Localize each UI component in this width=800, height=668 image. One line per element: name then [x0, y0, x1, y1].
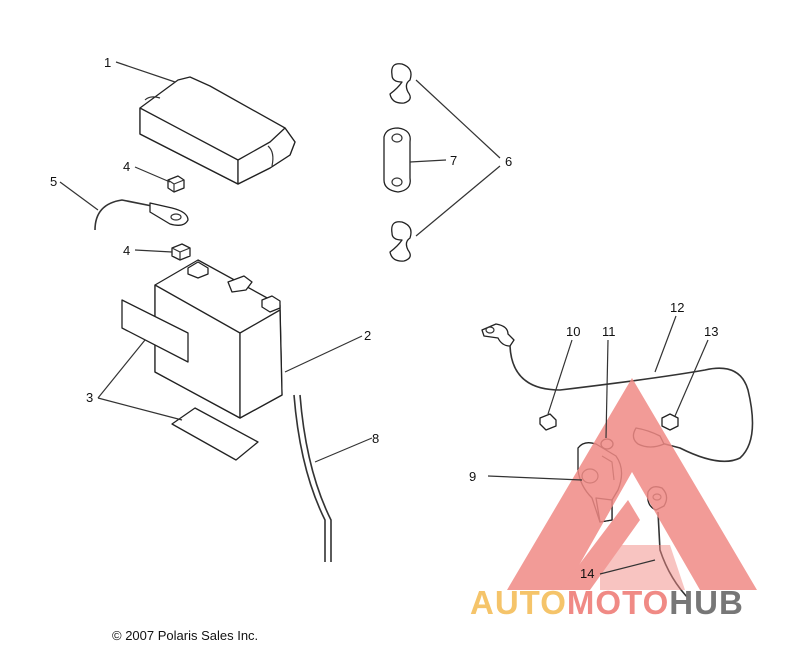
watermark-logo: AUTOMOTOHUB [470, 584, 744, 621]
watermark-hub: HUB [669, 584, 744, 621]
callout-11: 11 [602, 324, 616, 339]
callout-2: 2 [364, 328, 371, 343]
callout-14: 14 [580, 566, 594, 581]
clip-bottom [389, 221, 412, 262]
watermark-auto: AUTO [470, 584, 567, 621]
battery [154, 259, 283, 419]
battery-bolt-top [167, 175, 185, 193]
callout-8: 8 [372, 431, 379, 446]
callout-9: 9 [469, 469, 476, 484]
copyright-notice: © 2007 Polaris Sales Inc. [112, 628, 259, 643]
callout-6: 6 [505, 154, 512, 169]
callout-7: 7 [450, 153, 457, 168]
watermark-moto: MOTO [567, 584, 669, 621]
battery-cable-short [94, 199, 189, 231]
vent-tube [293, 394, 332, 562]
callout-12: 12 [670, 300, 684, 315]
screw [539, 413, 557, 431]
battery-labels [121, 299, 259, 461]
clip-top [389, 63, 412, 104]
callout-5: 5 [50, 174, 57, 189]
nut-terminal [661, 413, 679, 431]
watermark-triangle [507, 378, 757, 590]
callout-4b: 4 [123, 243, 130, 258]
leader-lines [59, 61, 709, 575]
callout-4a: 4 [123, 159, 130, 174]
callout-3: 3 [86, 390, 93, 405]
callout-1: 1 [104, 55, 111, 70]
callout-13: 13 [704, 324, 718, 339]
battery-nut [171, 243, 191, 261]
battery-strap [383, 127, 411, 193]
battery-cover [139, 76, 296, 185]
callout-10: 10 [566, 324, 580, 339]
